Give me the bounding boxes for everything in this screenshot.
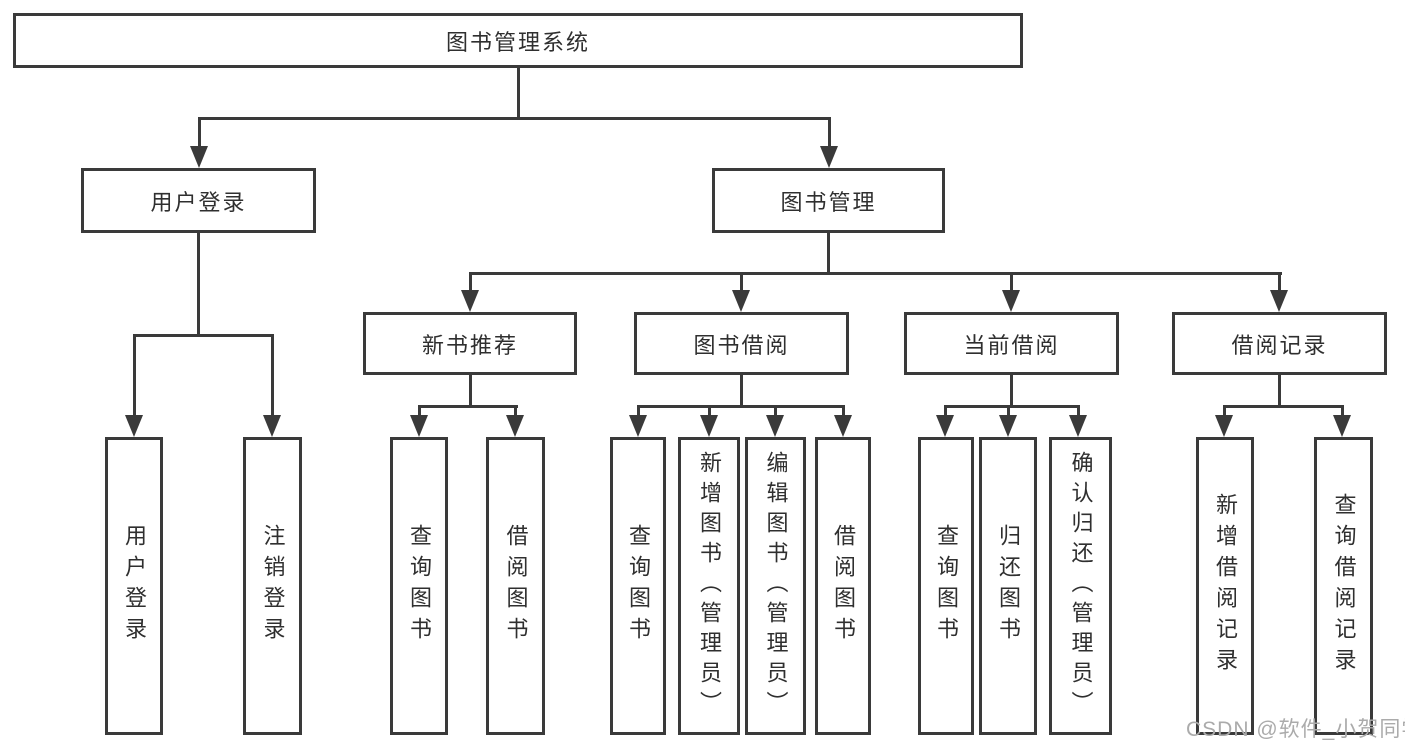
node-borrow-records: 借阅记录: [1172, 312, 1387, 375]
arrow-down-icon: [999, 415, 1017, 437]
leaf-borrow-book-borrow: 借阅图书: [815, 437, 871, 735]
leaf-logout-label: 注销登录: [260, 524, 286, 648]
connector-borrowrecords-stem: [1278, 373, 1281, 408]
connector-shaft: [469, 272, 472, 295]
leaf-add-borrow-record: 新增借阅记录: [1196, 437, 1254, 735]
node-root-label: 图书管理系统: [445, 29, 590, 55]
connector-bookmgmt-stem: [827, 231, 830, 275]
arrow-down-icon: [936, 415, 954, 437]
arrow-down-icon: [410, 415, 428, 437]
leaf-query-borrow-record-label: 查询借阅记录: [1331, 493, 1357, 679]
node-user-login-label: 用户登录: [150, 189, 247, 215]
arrow-down-icon: [263, 415, 281, 437]
leaf-query-book-rec: 查询图书: [390, 437, 448, 735]
node-user-login: 用户登录: [81, 168, 316, 233]
connector-level3-rail: [469, 272, 1282, 275]
arrow-down-icon: [700, 415, 718, 437]
leaf-query-book-rec-label: 查询图书: [407, 524, 432, 648]
connector-level2-rail: [198, 117, 831, 120]
arrow-down-icon: [1002, 290, 1020, 312]
arrow-down-icon: [190, 146, 208, 168]
node-book-mgmt-label: 图书管理: [780, 189, 877, 215]
connector-shaft: [637, 405, 640, 420]
arrow-down-icon: [125, 415, 143, 437]
arrow-down-icon: [1215, 415, 1233, 437]
connector-shaft: [271, 334, 274, 420]
connector-shaft: [1010, 272, 1013, 295]
leaf-add-book-admin-label: 新增图书（管理员）: [697, 451, 722, 721]
connector-shaft: [944, 405, 947, 420]
connector-shaft: [828, 117, 831, 151]
arrow-down-icon: [461, 290, 479, 312]
connector-shaft: [133, 334, 136, 420]
leaf-return-book: 归还图书: [979, 437, 1037, 735]
arrow-down-icon: [732, 290, 750, 312]
leaf-confirm-return-admin: 确认归还（管理员）: [1049, 437, 1112, 735]
leaf-borrow-book-borrow-label: 借阅图书: [831, 524, 856, 648]
arrow-down-icon: [1270, 290, 1288, 312]
node-new-book-rec: 新书推荐: [363, 312, 577, 375]
leaf-confirm-return-admin-label: 确认归还（管理员）: [1068, 451, 1094, 721]
connector-rail: [418, 405, 518, 408]
connector-shaft: [842, 405, 845, 420]
leaf-borrow-book-rec: 借阅图书: [486, 437, 545, 735]
leaf-logout: 注销登录: [243, 437, 302, 735]
connector-root-stem: [517, 66, 520, 120]
node-book-borrow-label: 图书借阅: [693, 332, 790, 358]
leaf-borrow-book-rec-label: 借阅图书: [503, 524, 529, 648]
arrow-down-icon: [834, 415, 852, 437]
connector-shaft: [1223, 405, 1226, 420]
connector-userlogin-stem: [197, 231, 200, 337]
connector-shaft: [418, 405, 421, 420]
leaf-add-borrow-record-label: 新增借阅记录: [1213, 493, 1238, 679]
leaf-edit-book-admin: 编辑图书（管理员）: [745, 437, 806, 735]
leaf-query-book-current-label: 查询图书: [934, 524, 959, 648]
arrow-down-icon: [820, 146, 838, 168]
connector-shaft: [514, 405, 517, 420]
node-book-mgmt: 图书管理: [712, 168, 945, 233]
leaf-query-borrow-record: 查询借阅记录: [1314, 437, 1373, 735]
connector-shaft: [708, 405, 711, 420]
connector-shaft: [198, 117, 201, 151]
connector-rail: [637, 405, 845, 408]
connector-shaft: [1007, 405, 1010, 420]
leaf-add-book-admin: 新增图书（管理员）: [678, 437, 740, 735]
leaf-query-book-current: 查询图书: [918, 437, 974, 735]
node-new-book-rec-label: 新书推荐: [421, 332, 518, 358]
connector-shaft: [740, 272, 743, 295]
watermark: CSDN @软件_小贺同学: [1186, 718, 1405, 741]
leaf-query-book-borrow-label: 查询图书: [626, 524, 651, 648]
connector-bookborrow-stem: [740, 373, 743, 408]
node-book-borrow: 图书借阅: [634, 312, 849, 375]
node-borrow-records-label: 借阅记录: [1231, 332, 1328, 358]
leaf-user-login-label: 用户登录: [122, 524, 147, 648]
arrow-down-icon: [506, 415, 524, 437]
arrow-down-icon: [766, 415, 784, 437]
node-current-borrow: 当前借阅: [904, 312, 1119, 375]
node-current-borrow-label: 当前借阅: [963, 332, 1060, 358]
leaf-return-book-label: 归还图书: [996, 524, 1021, 648]
connector-shaft: [774, 405, 777, 420]
arrow-down-icon: [1069, 415, 1087, 437]
connector-shaft: [1341, 405, 1344, 420]
connector-shaft: [1077, 405, 1080, 420]
connector-rail: [944, 405, 1080, 408]
arrow-down-icon: [1333, 415, 1351, 437]
arrow-down-icon: [629, 415, 647, 437]
connector-userlogin-rail: [133, 334, 274, 337]
leaf-edit-book-admin-label: 编辑图书（管理员）: [763, 451, 789, 721]
leaf-query-book-borrow: 查询图书: [610, 437, 666, 735]
connector-rail: [1223, 405, 1344, 408]
connector-shaft: [1278, 272, 1281, 295]
leaf-user-login: 用户登录: [105, 437, 163, 735]
node-root: 图书管理系统: [13, 13, 1023, 68]
connector-currentborrow-stem: [1010, 373, 1013, 408]
connector-newbookrec-stem: [469, 373, 472, 408]
